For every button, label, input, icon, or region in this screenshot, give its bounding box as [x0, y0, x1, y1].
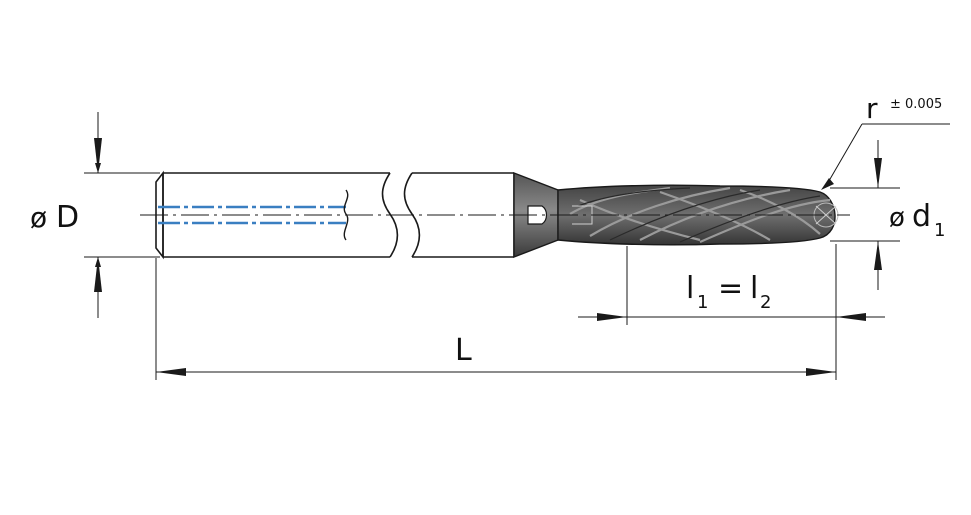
- label-l1-sub: 1: [697, 292, 708, 313]
- label-shank-diameter: D: [56, 200, 79, 235]
- label-cutting-diameter-symbol: ø: [889, 203, 905, 233]
- label-cutting-diameter: d: [912, 199, 931, 234]
- label-cutting-diameter-sub: 1: [934, 220, 945, 241]
- dimension-flute-length: [578, 244, 885, 380]
- label-equals: =: [718, 271, 743, 306]
- dimension-shank-diameter: [84, 112, 160, 318]
- dimension-cutting-diameter: [830, 140, 900, 290]
- label-radius-tolerance: ± 0.005: [890, 97, 942, 112]
- label-overall-length: L: [455, 333, 472, 368]
- label-radius: r: [866, 92, 878, 125]
- coolant-channels: [158, 205, 346, 225]
- label-l1: l: [686, 271, 694, 306]
- shank-left: [155, 170, 399, 260]
- label-l2: l: [750, 271, 758, 306]
- label-l2-sub: 2: [760, 292, 771, 313]
- channel-break-marks: [343, 189, 349, 241]
- dimension-overall-length: [155, 258, 836, 380]
- label-shank-diameter-symbol: ø: [30, 201, 47, 234]
- flute-spirals: [569, 186, 831, 244]
- dimension-radius: [821, 123, 950, 190]
